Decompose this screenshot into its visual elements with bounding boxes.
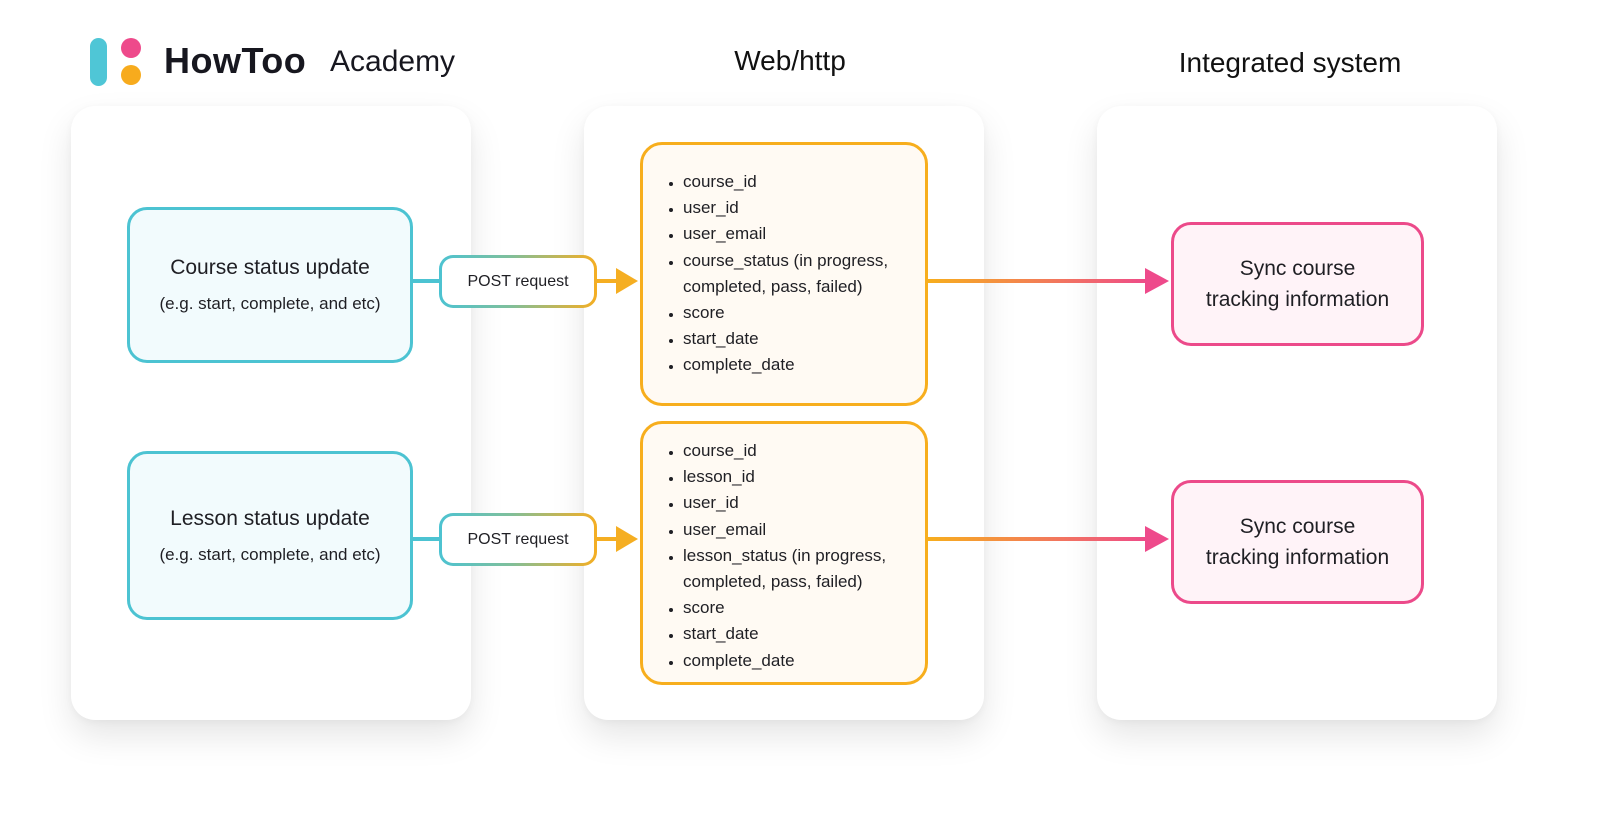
source-title: Lesson status update	[170, 506, 370, 530]
connector-line	[928, 279, 1150, 283]
payload-field-list: course_id lesson_id user_id user_email l…	[665, 438, 905, 674]
payload-field: user_id	[683, 490, 905, 516]
payload-field: score	[683, 300, 905, 326]
source-subtitle: (e.g. start, complete, and etc)	[159, 294, 381, 313]
brand-suffix: Academy	[330, 45, 456, 78]
panel-integrated-system	[1097, 106, 1497, 720]
column-title-web-http: Web/http	[734, 45, 846, 76]
payload-field: course_id	[683, 438, 905, 464]
connector-line	[413, 537, 441, 541]
target-line-1: Sync course	[1239, 257, 1356, 280]
payload-field: course_id	[683, 169, 905, 195]
payload-field-list: course_id user_id user_email course_stat…	[665, 169, 905, 379]
payload-field: course_status (in progress, completed, p…	[683, 248, 905, 300]
post-request-pill: POST request	[439, 255, 597, 308]
connector-line	[928, 537, 1150, 541]
logo-bar-icon	[90, 38, 107, 86]
panel-howtoo	[71, 106, 471, 720]
payload-field: score	[683, 595, 905, 621]
payload-field: complete_date	[683, 352, 905, 378]
connector-line	[597, 279, 619, 283]
arrow-right-icon	[1145, 526, 1169, 552]
payload-field: start_date	[683, 326, 905, 352]
post-request-pill: POST request	[439, 513, 597, 566]
lesson-status-update-box: Lesson status update (e.g. start, comple…	[127, 451, 413, 620]
lesson-payload-box: course_id lesson_id user_id user_email l…	[640, 421, 928, 685]
payload-field: user_email	[683, 221, 905, 247]
arrow-right-icon	[616, 268, 638, 294]
column-title-integrated-system: Integrated system	[1178, 47, 1402, 78]
payload-field: start_date	[683, 621, 905, 647]
sync-tracking-box: Sync course tracking information	[1171, 222, 1424, 346]
target-line-1: Sync course	[1239, 515, 1356, 538]
source-title: Course status update	[170, 256, 370, 279]
target-line-2: tracking information	[1205, 288, 1390, 311]
payload-field: lesson_status (in progress, completed, p…	[683, 543, 905, 595]
arrow-right-icon	[616, 526, 638, 552]
course-payload-box: course_id user_id user_email course_stat…	[640, 142, 928, 406]
brand-name: HowToo	[164, 40, 307, 81]
post-request-label: POST request	[442, 258, 594, 305]
payload-field: complete_date	[683, 648, 905, 674]
payload-field: user_email	[683, 517, 905, 543]
course-status-update-box: Course status update (e.g. start, comple…	[127, 207, 413, 363]
target-line-2: tracking information	[1205, 546, 1390, 569]
post-request-label: POST request	[442, 516, 594, 563]
sync-tracking-box: Sync course tracking information	[1171, 480, 1424, 604]
arrow-right-icon	[1145, 268, 1169, 294]
payload-field: user_id	[683, 195, 905, 221]
connector-line	[413, 279, 441, 283]
payload-field: lesson_id	[683, 464, 905, 490]
source-subtitle: (e.g. start, complete, and etc)	[159, 544, 381, 564]
logo-dot-icon	[121, 65, 141, 85]
connector-line	[597, 537, 619, 541]
logo-dot-icon	[121, 38, 141, 58]
